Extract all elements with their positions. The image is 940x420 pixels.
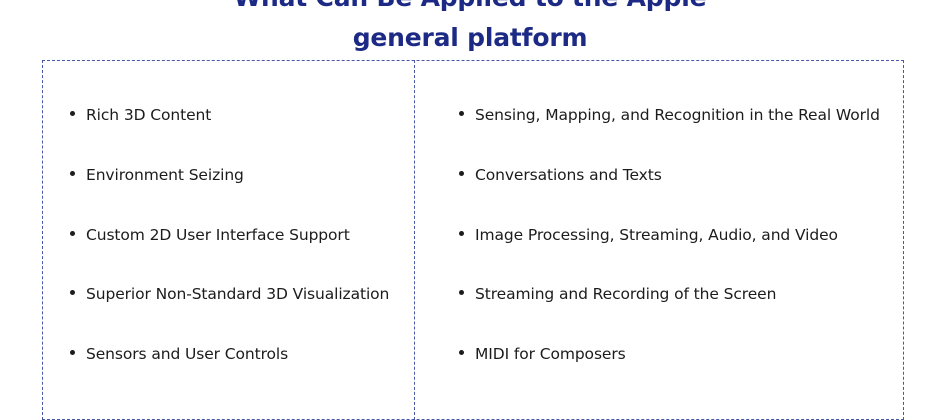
bullet-icon <box>70 171 75 176</box>
list-item: Custom 2D User Interface Support <box>70 225 350 245</box>
list-item-label: Custom 2D User Interface Support <box>86 226 350 244</box>
list-item-label: MIDI for Composers <box>475 345 626 363</box>
title-line-2: general platform <box>352 23 588 52</box>
bullet-icon <box>459 171 464 176</box>
list-item-label: Streaming and Recording of the Screen <box>475 285 777 303</box>
list-item: Sensors and User Controls <box>70 344 288 364</box>
bullet-icon <box>459 350 464 355</box>
bullet-icon <box>459 231 464 236</box>
list-item-label: Environment Seizing <box>86 166 244 184</box>
bullet-icon <box>70 290 75 295</box>
list-item-label: Rich 3D Content <box>86 106 212 124</box>
bullet-icon <box>70 350 75 355</box>
page-title: What Can Be Applied to the Apple general… <box>0 0 940 58</box>
list-item: Conversations and Texts <box>459 165 662 185</box>
list-item: Superior Non-Standard 3D Visualization <box>70 284 389 304</box>
list-item-label: Sensing, Mapping, and Recognition in the… <box>475 106 880 124</box>
bullet-icon <box>70 231 75 236</box>
bullet-icon <box>70 111 75 116</box>
list-item-label: Sensors and User Controls <box>86 345 289 363</box>
list-item: Sensing, Mapping, and Recognition in the… <box>459 105 880 125</box>
list-item-label: Conversations and Texts <box>475 166 662 184</box>
list-item: Rich 3D Content <box>70 105 211 125</box>
title-line-1: What Can Be Applied to the Apple <box>0 0 940 18</box>
list-item: MIDI for Composers <box>459 344 626 364</box>
list-item-label: Image Processing, Streaming, Audio, and … <box>475 226 838 244</box>
column-divider <box>414 60 415 420</box>
list-item: Image Processing, Streaming, Audio, and … <box>459 225 838 245</box>
list-item-label: Superior Non-Standard 3D Visualization <box>86 285 390 303</box>
bullet-icon <box>459 111 464 116</box>
list-item: Streaming and Recording of the Screen <box>459 284 776 304</box>
bullet-icon <box>459 290 464 295</box>
list-item: Environment Seizing <box>70 165 244 185</box>
